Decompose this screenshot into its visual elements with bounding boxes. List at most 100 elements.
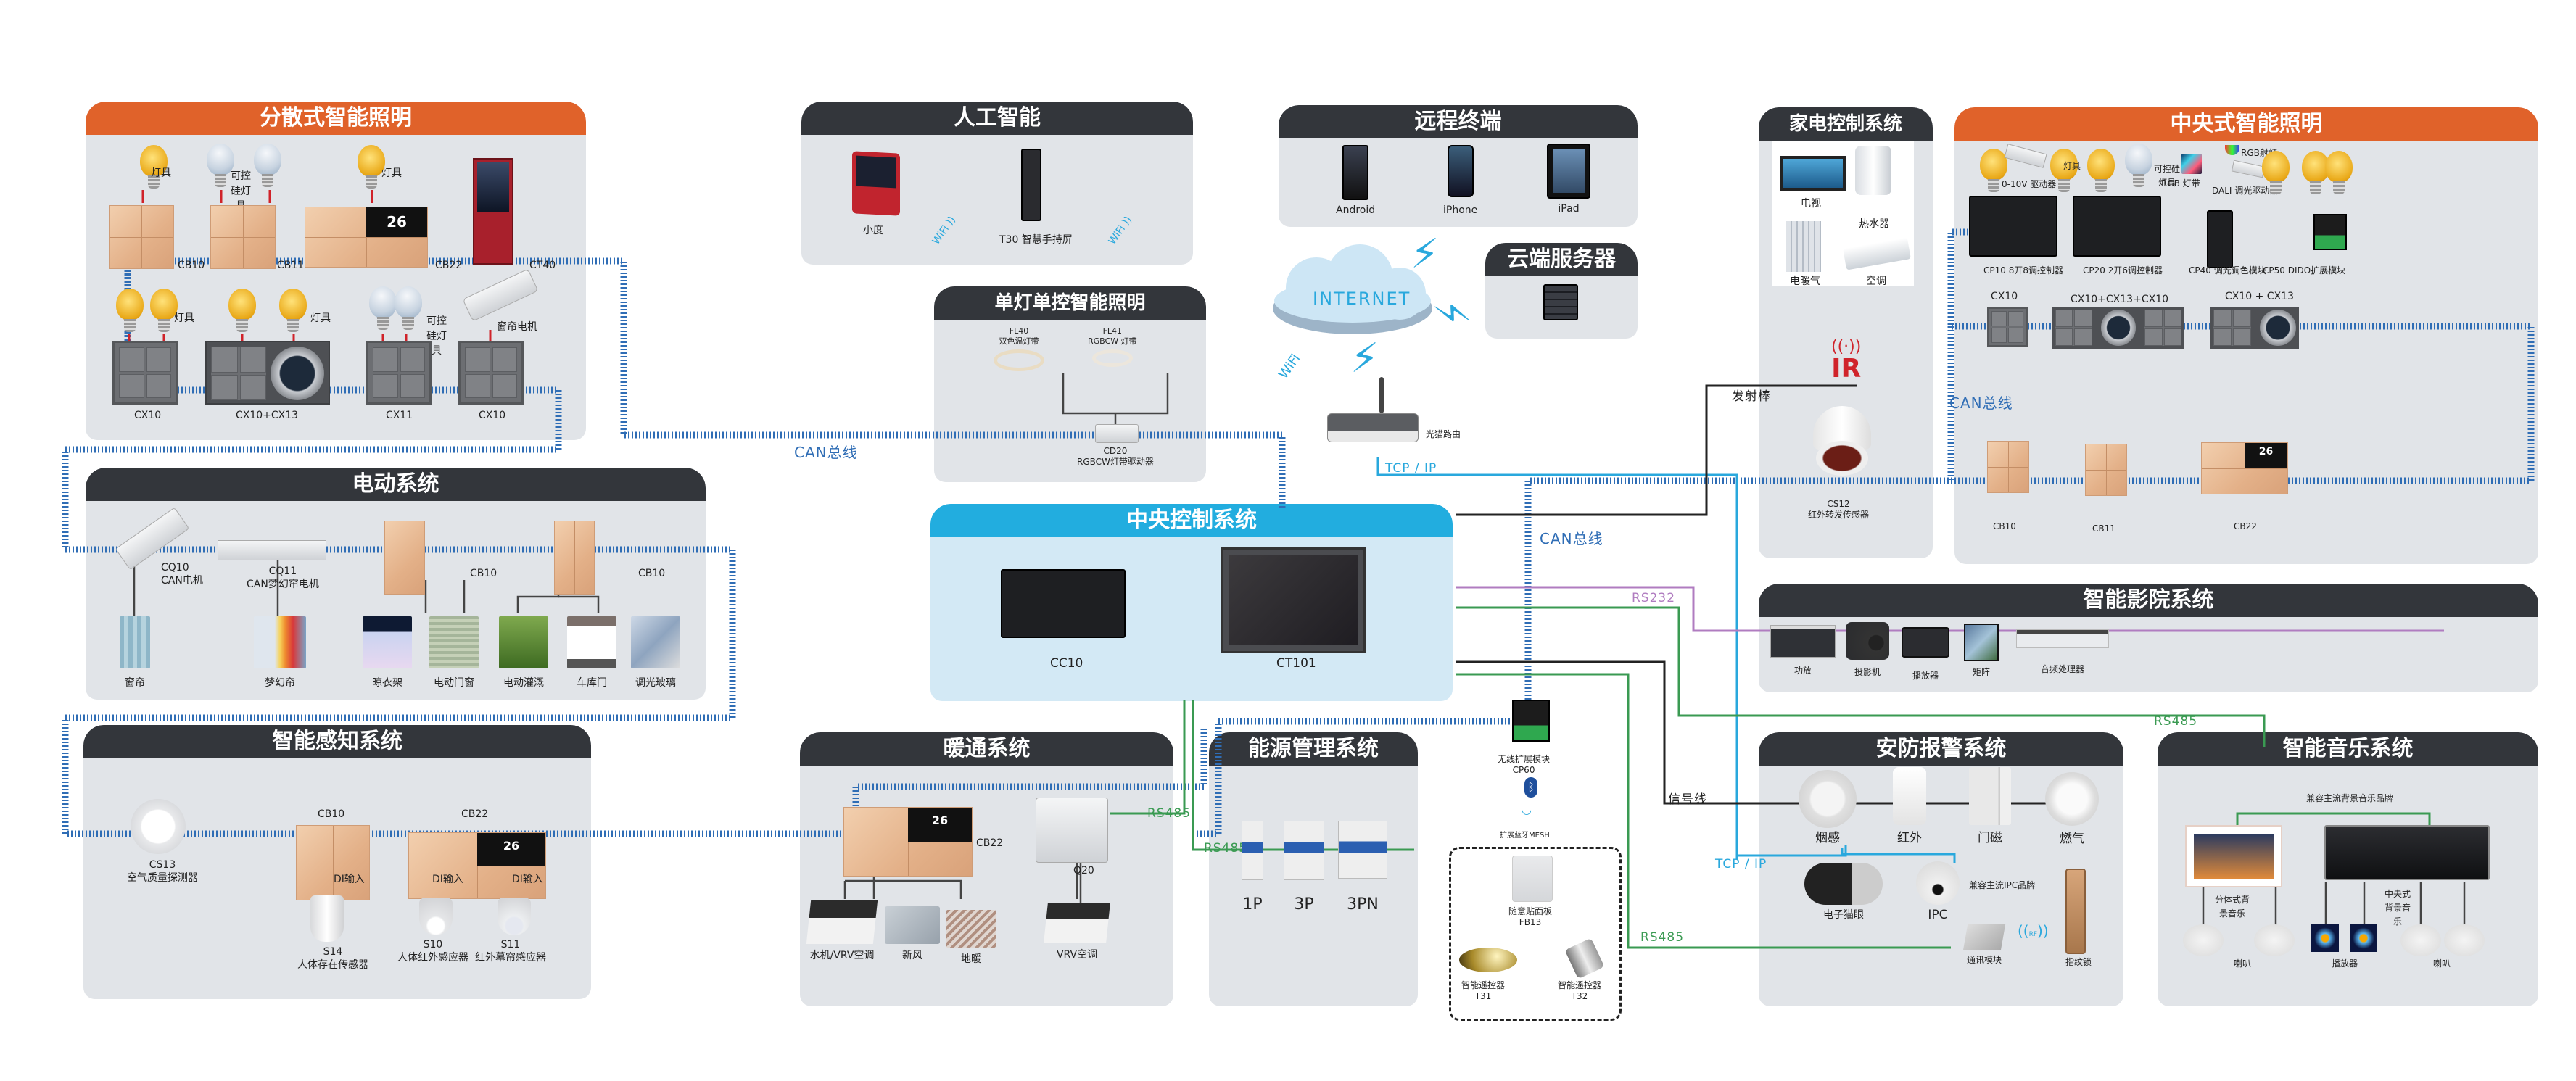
router [1327, 377, 1419, 442]
panel-title: 暖通系统 [800, 732, 1173, 766]
device-cc10 [1001, 569, 1126, 638]
panel-cloud-server: 云端服务器 [1485, 243, 1638, 339]
device-label: 小度 [863, 225, 883, 236]
device-label: CX10 [134, 410, 162, 421]
speaker [2400, 924, 2441, 956]
appliance-image: 电视 热水器 电暖气 空调 [1772, 141, 1914, 287]
module-cp60-label: 无线扩展模块 CP60 [1498, 754, 1551, 775]
panel-cb10 [1987, 441, 2029, 493]
lightning-icon: ⚡ [1411, 231, 1440, 278]
panel-cb22: 26 [2201, 442, 2288, 494]
panel-title: 远程终端 [1279, 105, 1638, 138]
wifi-icon: WiFi [1276, 351, 1304, 382]
load-clothes-rack: 晾衣架 [363, 616, 412, 690]
lamp-bulb [1976, 149, 2011, 194]
speaker [2183, 924, 2224, 956]
rgb-strip [2181, 154, 2202, 174]
panel-title: 智能感知系统 [83, 725, 591, 758]
device-label: CX11 [386, 410, 413, 421]
device-ct101 [1221, 547, 1366, 653]
device-cx10-cx13 [205, 341, 330, 405]
load-irrigation: 电动灌溉 [499, 616, 548, 690]
ipc-note: 兼容主流IPC品牌 [1969, 880, 2036, 890]
module-cp50 [2313, 214, 2347, 250]
lamp-bulb [125, 145, 183, 190]
load-electric-window: 电动门窗 [429, 616, 479, 690]
lamp-bulb [112, 289, 147, 334]
server-icon [1543, 284, 1578, 320]
emitter-label: 发射棒 [1732, 389, 1771, 404]
module-cp50-label: CP50 DIDO扩展模块 [2263, 265, 2346, 276]
lightning-icon: ⚡ [1350, 335, 1379, 382]
mesh-label: 扩展蓝牙MESH [1500, 832, 1550, 840]
module-cp60 [1512, 700, 1550, 742]
breaker-3pn: 3PN [1338, 821, 1387, 915]
lamp-bulb [2322, 151, 2356, 196]
lamp-bulb [2299, 151, 2332, 196]
device-cs12 [1813, 406, 1871, 476]
device-ct101-label: CT101 [1276, 656, 1316, 671]
panel-single-lamp: 单灯单控智能照明 [934, 286, 1206, 482]
rs485-label-security: RS485 [1640, 930, 1685, 945]
device-audio-processor: 音频处理器 [2016, 629, 2109, 675]
curtain-motor [462, 268, 539, 322]
device-cb22: 26 [305, 207, 428, 268]
module-cp20 [2073, 196, 2161, 257]
panel-cb11 [2085, 444, 2127, 496]
panel-label: CB10 [638, 568, 666, 579]
device-fingerprint-lock: 指纹锁 [2065, 869, 2092, 968]
panel-title: 电动系统 [86, 468, 706, 501]
panel-label: CB10 [470, 568, 498, 579]
device-central-music-host [2324, 825, 2490, 880]
device-ipc: IPC [1916, 861, 1960, 923]
rgb-spot [2225, 145, 2239, 155]
panel-cb22: 26 [843, 807, 973, 877]
dali-driver-label: DALI 调光驱动器 [2212, 186, 2279, 196]
sensor-gas: 燃气 [2045, 772, 2099, 847]
internet-cloud [1273, 244, 1432, 334]
panel-label: CB10 [1993, 521, 2016, 531]
device-cs12-label: CS12 红外转发传感器 [1808, 499, 1870, 520]
panel-fb13-label: 随意贴面板 FB13 [1508, 906, 1553, 927]
hvac-load-floor-heating: 地暖 [946, 910, 996, 966]
sensor-cs13 [131, 799, 186, 854]
panel-label: CB10 [318, 808, 345, 820]
speaker-label: 喇叭 [2234, 958, 2252, 969]
switch-label: CX10+CX13+CX10 [2071, 294, 2169, 305]
lamp-bulb [276, 289, 310, 334]
switch-cx10-cx13 [2210, 307, 2299, 349]
device-player: 播放器 [1902, 627, 1949, 682]
device-label: CX10+CX13 [236, 410, 299, 421]
device-label: CB22 [435, 260, 463, 271]
breaker-1p: 1P [1242, 821, 1263, 915]
internet-label: INTERNET [1313, 289, 1411, 309]
sensor-pir: 红外 [1893, 767, 1926, 846]
device-peephole: 电子猫眼 [1804, 863, 1883, 922]
sensor-smoke: 烟感 [1799, 770, 1857, 846]
central-music-label: 中央式背景音乐 [2384, 889, 2411, 927]
switch-cx10 [1987, 307, 2028, 347]
can-bus-label-3: CAN总线 [1949, 394, 2013, 412]
device-label: T30 智慧手持屏 [999, 234, 1073, 246]
device-iphone: iPhone [1443, 145, 1477, 218]
motor-cq10 [115, 507, 190, 571]
panel-title: 中央式智能照明 [1954, 107, 2538, 141]
can-bus-label: CAN总线 [794, 444, 858, 461]
strip-fl40: FL40 双色温灯带 [994, 326, 1044, 371]
device-label: CB11 [277, 260, 305, 271]
lamp-label: 灯具 [151, 167, 171, 179]
panel-cb10 [554, 521, 595, 595]
lamp-label: 灯具 [2063, 161, 2081, 171]
tcp-ip-label-2: TCP / IP [1715, 857, 1767, 871]
load-dream-curtain: 梦幻帘 [254, 616, 306, 690]
lamp-bulb [2047, 149, 2081, 194]
sensor-s14 [310, 895, 344, 942]
device-cx10 [458, 341, 524, 405]
sensor-door: 门磁 [1969, 767, 2011, 846]
switch-label: CX10 + CX13 [2225, 291, 2294, 302]
di-input-label: DI输入 [512, 874, 543, 885]
sensor-cs13-label: CS13 空气质量探测器 [127, 859, 198, 884]
driver-cd20-label: CD20 RGBCW灯带驱动器 [1077, 446, 1154, 467]
load-curtain: 窗帘 [120, 616, 150, 690]
